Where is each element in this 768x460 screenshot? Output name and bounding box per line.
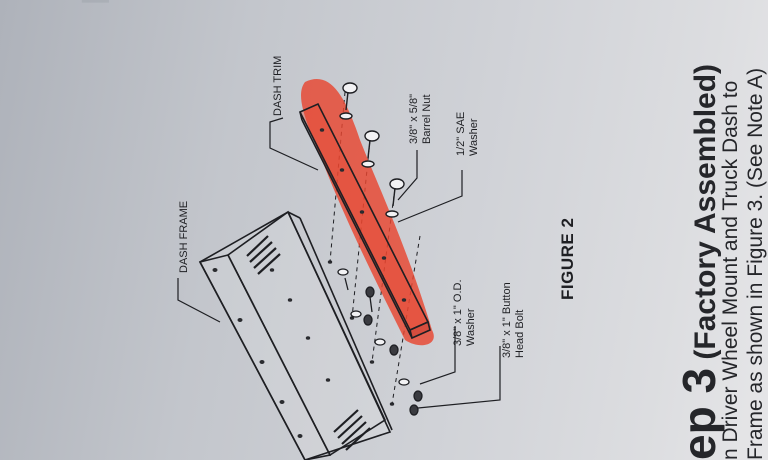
- instruction-line-1: n Driver Wheel Mount and Truck Dash to: [719, 80, 742, 460]
- label-button-bolt-name: Head Bolt: [514, 309, 526, 358]
- step-instructions: n Driver Wheel Mount and Truck Dash to F…: [718, 68, 768, 460]
- bolts-lower: [337, 268, 423, 416]
- label-sae-washer-size: 1/2" SAE: [455, 111, 467, 156]
- figure-caption: FIGURE 2: [558, 217, 577, 300]
- label-dash-frame: DASH FRAME: [178, 200, 190, 273]
- label-sae-washer-name: Washer: [468, 118, 480, 157]
- label-button-bolt-size: 3/8" x 1" Button: [501, 282, 513, 358]
- label-barrel-nut-size: 3/8" x 5/8": [408, 93, 420, 144]
- dash-frame: [198, 210, 393, 460]
- leader-lines: [177, 117, 501, 409]
- label-sae-washer: 1/2" SAE Washer: [455, 112, 481, 156]
- label-od-washer: 3/8" x 1" O.D. Washer: [452, 280, 478, 347]
- label-od-washer-size: 3/8" x 1" O.D.: [452, 279, 464, 347]
- instruction-line-2: Frame as shown in Figure 3. (See Note A): [744, 67, 767, 460]
- label-button-bolt: 3/8" x 1" Button Head Bolt: [501, 282, 527, 358]
- trim-holes: [319, 128, 407, 302]
- label-od-washer-name: Washer: [465, 308, 477, 347]
- barrel-nuts: [342, 82, 405, 207]
- label-barrel-nut-name: Barrel Nut: [421, 94, 433, 144]
- sae-washers: [339, 112, 399, 218]
- frame-holes: [212, 260, 395, 438]
- label-barrel-nut: 3/8" x 5/8" Barrel Nut: [408, 94, 434, 144]
- red-highlight: [301, 79, 434, 346]
- label-dash-trim: DASH TRIM: [272, 55, 284, 116]
- dash-trim: [298, 102, 431, 340]
